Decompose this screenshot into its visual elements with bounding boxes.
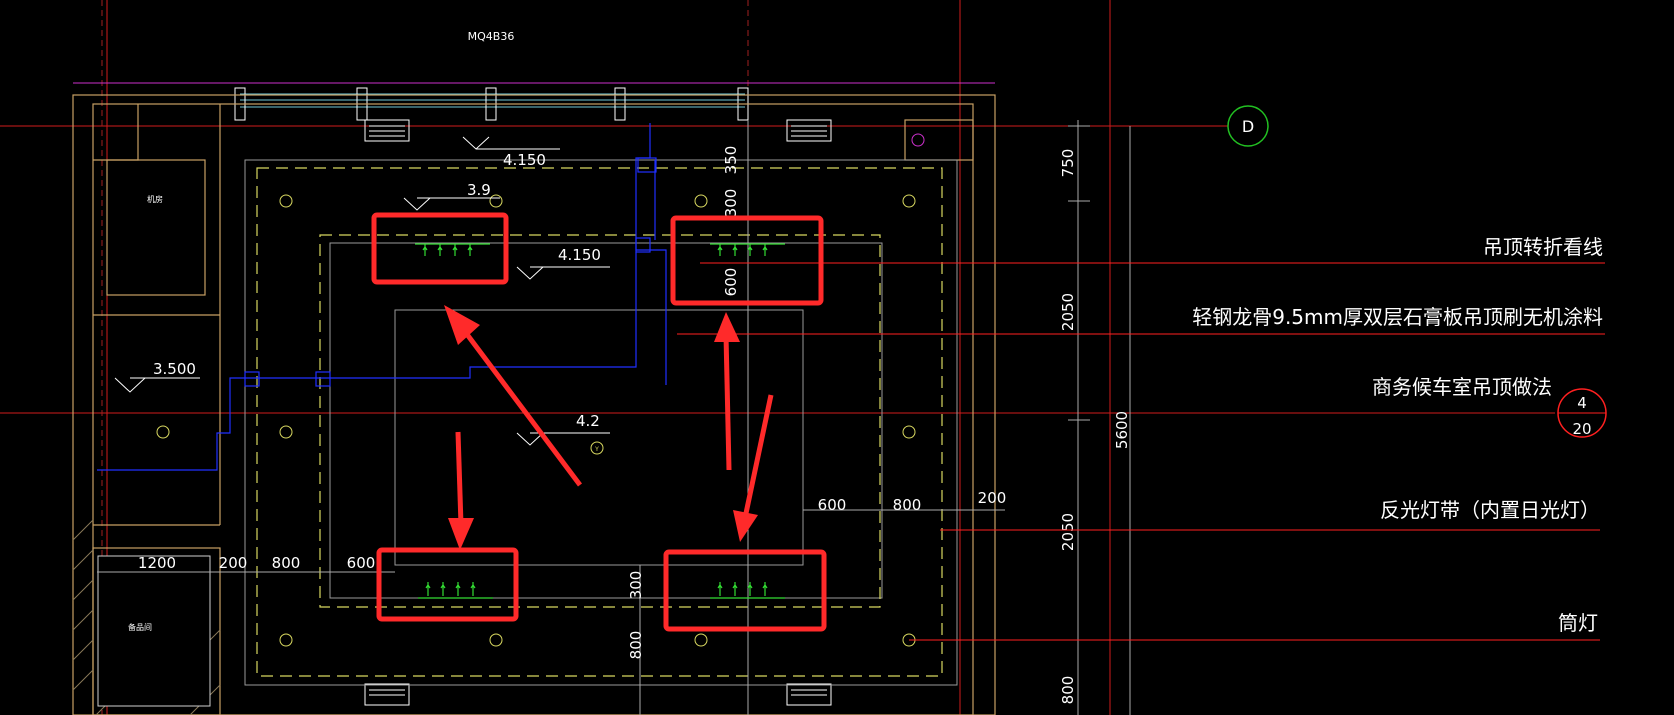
horizontal-dim-line	[97, 509, 1005, 573]
dimension-label: 800	[627, 631, 645, 660]
leader-label: 轻钢龙骨9.5mm厚双层石膏板吊顶刷无机涂料	[1192, 305, 1603, 329]
axis-bubble	[1227, 105, 1269, 147]
center-symbol: Y	[594, 446, 599, 453]
pipes	[97, 123, 667, 471]
dimension-label: 800	[893, 496, 922, 514]
downlights	[156, 194, 916, 647]
ceiling-outlines	[244, 159, 958, 686]
elevation-label: 3.9	[467, 181, 491, 199]
annotation-boxes	[371, 212, 827, 632]
dimension-label: 200	[219, 554, 248, 572]
dimension-label: 300	[722, 189, 740, 218]
axis-label: D	[1242, 117, 1254, 136]
walls	[72, 94, 996, 715]
elevation-label: 4.150	[558, 246, 601, 264]
room-label-storage: 备品间	[128, 622, 152, 632]
detail-ref-bottom: 20	[1572, 420, 1591, 438]
dimension-label: 800	[272, 554, 301, 572]
leader-label: 吊顶转折看线	[1483, 235, 1603, 259]
dimension-label: 750	[1059, 149, 1077, 178]
dimension-label: 300	[627, 571, 645, 600]
leader-lines	[677, 262, 1605, 641]
dimension-label: 2050	[1059, 293, 1077, 331]
elevation-label: 4.150	[503, 151, 546, 169]
leader-label: 筒灯	[1558, 611, 1598, 635]
grid-lines	[0, 0, 1555, 715]
annotation-arrows	[444, 305, 774, 550]
elevation-label: 4.2	[576, 412, 600, 430]
storage-room	[97, 555, 211, 707]
leader-label: 反光灯带（内置日光灯）	[1380, 498, 1600, 522]
dimension-label: 1200	[138, 554, 176, 572]
vents	[364, 119, 925, 706]
dimension-label: 2050	[1059, 513, 1077, 551]
elevation-label: 3.500	[153, 360, 196, 378]
detail-ref-top: 4	[1577, 394, 1587, 412]
dimension-label: 800	[1059, 676, 1077, 705]
dimension-label: 600	[347, 554, 376, 572]
dimension-label: 600	[722, 268, 740, 297]
room-label-machine: 机房	[147, 194, 163, 204]
leader-label: 商务候车室吊顶做法	[1372, 375, 1552, 399]
dimension-label: 5600	[1113, 411, 1131, 449]
dimension-label: 350	[722, 146, 740, 175]
dimension-label: 200	[978, 489, 1007, 507]
green-fixtures	[415, 243, 785, 599]
light-trough	[256, 167, 943, 677]
door-tag: MQ4B36	[468, 30, 515, 43]
dimension-label: 600	[818, 496, 847, 514]
